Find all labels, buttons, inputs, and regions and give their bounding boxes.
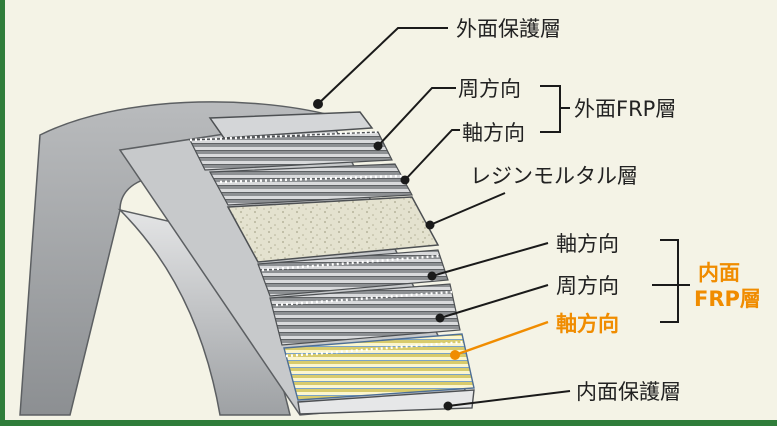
label-resin-mortar-layer: レジンモルタル層: [470, 164, 638, 188]
label-outer-frp-layer: 外面FRP層: [574, 97, 676, 121]
label-outer-frp-axial: 軸方向: [462, 121, 525, 145]
label-inner-frp-layer-line1: 内面: [698, 261, 740, 285]
layer-outer-frp-axial-ends: [219, 174, 403, 184]
label-inner-protective-layer: 内面保護層: [576, 380, 681, 404]
layer-inner-frp-axial-2: [283, 333, 475, 401]
label-inner-frp-layer-line2: FRP層: [694, 287, 761, 311]
label-outer-protective-layer: 外面保護層: [456, 17, 561, 41]
layer-inner-frp-axial-1: [257, 249, 449, 297]
layer-resin-mortar: [226, 196, 440, 263]
label-outer-frp-circumferential: 周方向: [458, 77, 521, 101]
layer-outer-frp-circumferential-ends: [189, 130, 379, 142]
label-inner-frp-circumferential: 周方向: [556, 274, 619, 298]
label-inner-frp-axial-1: 軸方向: [556, 232, 619, 256]
layer-inner-frp-circumferential: [269, 283, 461, 346]
layer-outer-frp-axial: [209, 163, 413, 206]
layer-outer-protective: [208, 111, 374, 139]
diagram-frame-bottom-border: [0, 420, 777, 426]
pipe-illustration: [19, 101, 475, 416]
leader-lines: [313, 27, 690, 411]
layer-inner-protective: [297, 389, 475, 415]
label-inner-frp-axial-2: 軸方向: [556, 312, 619, 336]
diagram-frame-left-border: [0, 0, 5, 426]
